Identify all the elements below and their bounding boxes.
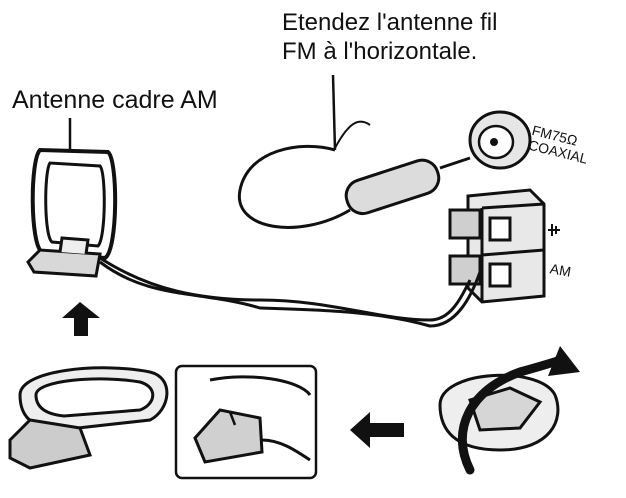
fm-instruction-text: Etendez l'antenne fil FM à l'horizontale…: [282, 8, 497, 66]
rotate-arrow-icon: [457, 346, 580, 475]
fm-instruction-line1: Etendez l'antenne fil: [282, 9, 498, 36]
am-twisted-cable: [99, 256, 482, 328]
arrow-left-icon: [350, 412, 404, 448]
am-terminal-block: [448, 188, 546, 304]
am-antenna-label: Antenne cadre AM: [12, 86, 218, 114]
fm-coaxial-jack: [468, 110, 532, 170]
ground-symbol-icon: [548, 224, 560, 236]
am-terminal-label: AM: [548, 260, 573, 280]
am-loop-antenna: [30, 118, 118, 261]
arrow-up-icon: [62, 302, 100, 336]
fm-plug: [344, 156, 471, 216]
am-loop-flat: [8, 366, 169, 470]
fm-wire-antenna: [237, 74, 371, 229]
am-loop-rotating: [438, 373, 560, 452]
fm-instruction-line2: FM à l'horizontale.: [282, 38, 478, 65]
am-loop-base: [26, 236, 102, 278]
attach-detail-inset: [174, 364, 318, 480]
